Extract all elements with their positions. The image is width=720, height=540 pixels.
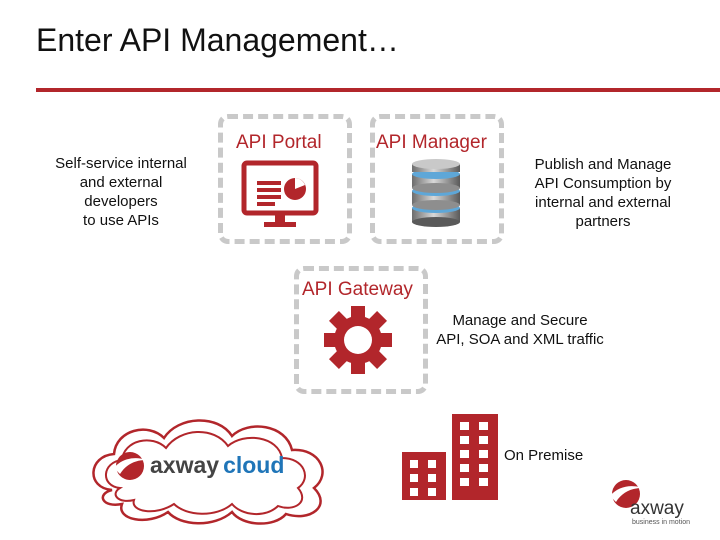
axway-cloud-swoosh-icon — [112, 448, 148, 484]
monitor-chart-icon — [240, 160, 320, 232]
description-line: developers — [84, 193, 158, 210]
api-manager-label: API Manager — [376, 132, 487, 153]
api-gateway-description: Manage and Secure API, SOA and XML traff… — [420, 311, 620, 349]
description-line: API, SOA and XML traffic — [436, 331, 604, 348]
cloud-icon — [82, 408, 336, 526]
axway-cloud-suffix: cloud — [223, 452, 285, 478]
database-icon — [408, 158, 464, 230]
api-portal-label: API Portal — [236, 132, 322, 153]
api-portal-description: Self-service internal and external devel… — [32, 154, 210, 230]
axway-cloud-brand: axway — [150, 452, 220, 478]
description-line: Manage and Secure — [452, 312, 588, 329]
description-line: and external — [79, 174, 163, 191]
gear-icon — [322, 304, 394, 376]
api-portal-box[interactable] — [218, 114, 352, 244]
api-manager-description: Publish and Manage API Consumption by in… — [514, 155, 692, 231]
description-line: API Consumption by — [534, 175, 672, 192]
api-manager-box[interactable] — [370, 114, 504, 244]
on-premise-label: On Premise — [504, 447, 584, 464]
axway-logo-wordmark: axway — [630, 498, 684, 519]
axway-logo-tagline: business in motion — [632, 519, 690, 526]
api-gateway-label: API Gateway — [302, 279, 413, 300]
description-line: Self-service internal — [55, 155, 187, 172]
description-line: partners — [575, 213, 631, 230]
description-line: to use APIs — [83, 212, 159, 229]
title-divider — [36, 88, 720, 92]
description-line: internal and external — [535, 194, 671, 211]
api-gateway-box[interactable] — [294, 266, 428, 394]
axway-logo-swoosh-icon — [608, 476, 644, 512]
slide-title: Enter API Management… — [36, 22, 399, 58]
description-line: Publish and Manage — [534, 156, 672, 173]
buildings-icon — [402, 414, 498, 500]
